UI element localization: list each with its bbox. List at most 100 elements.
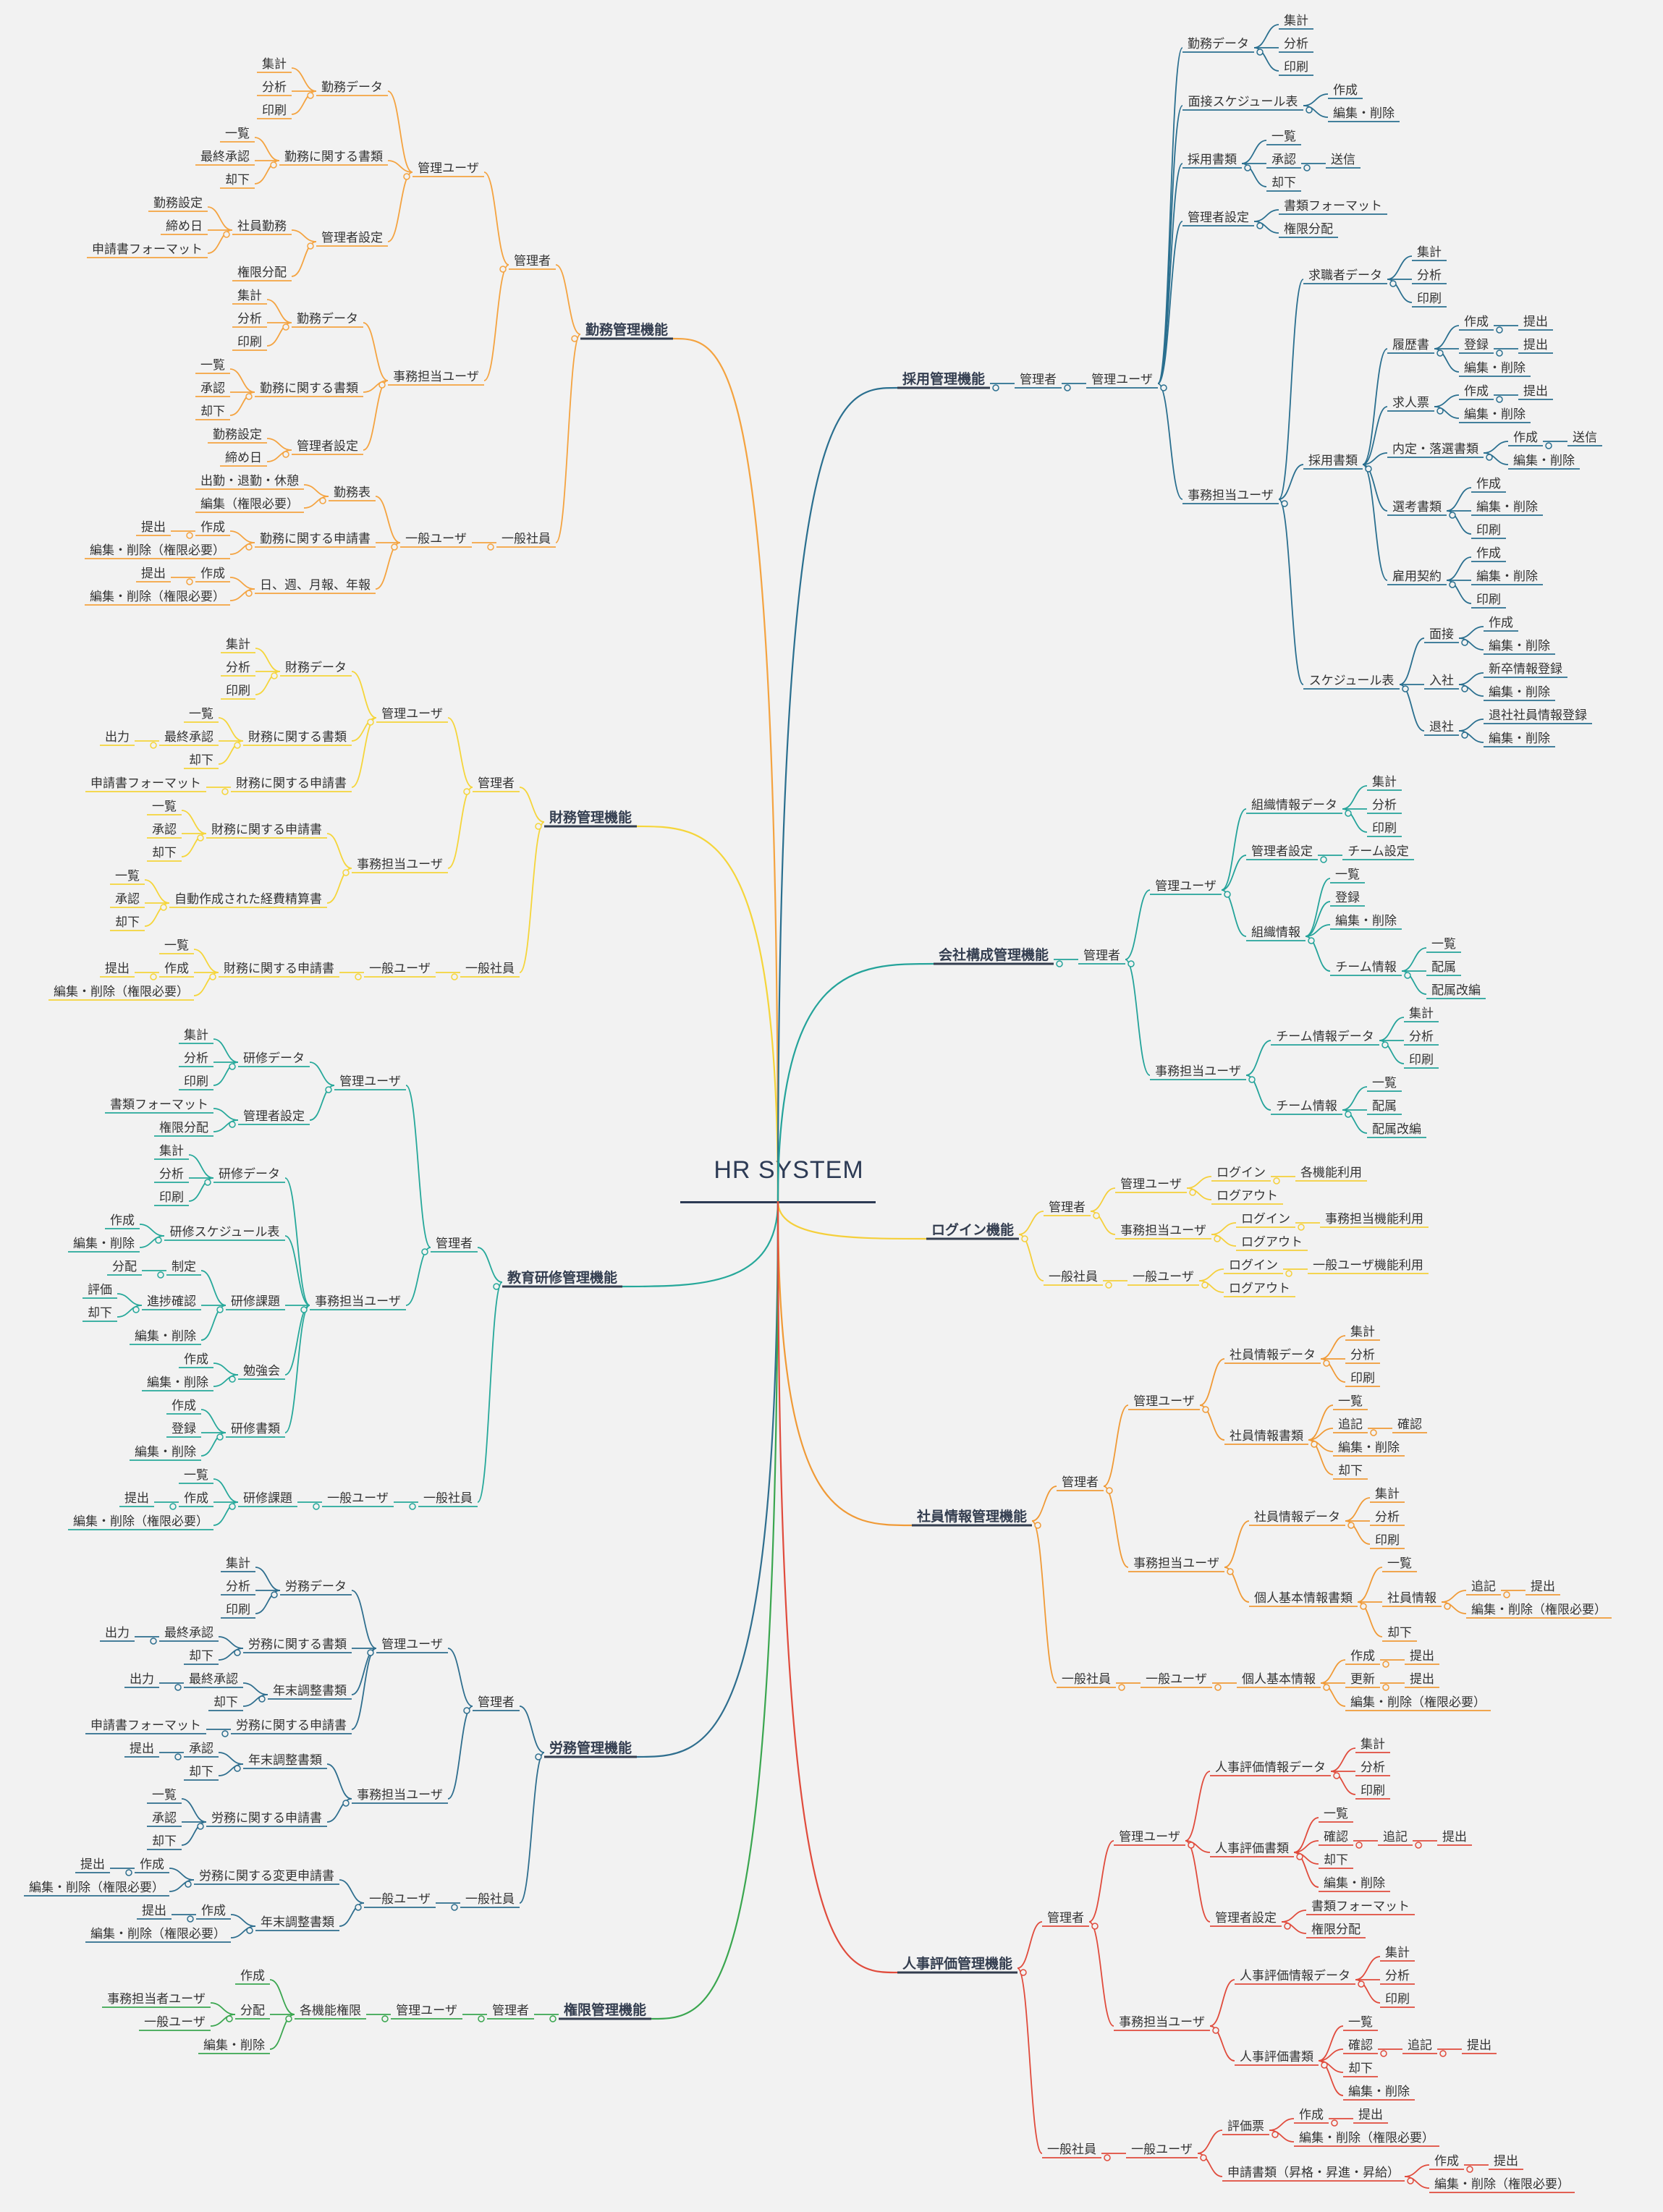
collapse-toggle[interactable] bbox=[325, 1086, 332, 1093]
subtopic[interactable]: 事務担当者ユーザ bbox=[107, 1992, 206, 2007]
subtopic[interactable]: 社員情報書類 bbox=[1230, 1429, 1303, 1444]
subtopic[interactable]: 管理者 bbox=[1062, 1475, 1099, 1490]
subtopic[interactable]: 提出 bbox=[130, 1742, 154, 1756]
collapse-toggle[interactable] bbox=[421, 1248, 428, 1255]
subtopic[interactable]: 却下 bbox=[1387, 1626, 1412, 1640]
collapse-toggle[interactable] bbox=[1345, 1111, 1352, 1118]
collapse-toggle[interactable] bbox=[1382, 1684, 1389, 1691]
branch-topic[interactable]: 労務管理機能 bbox=[549, 1739, 632, 1756]
subtopic[interactable]: 出勤・退勤・休憩 bbox=[200, 474, 299, 488]
collapse-toggle[interactable] bbox=[1200, 2154, 1207, 2161]
subtopic[interactable]: 締め日 bbox=[225, 451, 262, 465]
subtopic[interactable]: 労務データ bbox=[285, 1579, 347, 1594]
subtopic[interactable]: 評価 bbox=[88, 1283, 112, 1297]
subtopic[interactable]: 印刷 bbox=[262, 103, 287, 118]
collapse-toggle[interactable] bbox=[992, 384, 999, 391]
collapse-toggle[interactable] bbox=[204, 1179, 211, 1186]
subtopic[interactable]: 編集・削除 bbox=[1489, 685, 1550, 700]
subtopic[interactable]: 事務担当ユーザ bbox=[1188, 488, 1274, 503]
subtopic[interactable]: 集計 bbox=[237, 289, 262, 303]
subtopic[interactable]: 制定 bbox=[172, 1260, 196, 1274]
subtopic[interactable]: 作成 bbox=[184, 1352, 208, 1367]
subtopic[interactable]: 求職者データ bbox=[1308, 268, 1382, 283]
subtopic[interactable]: 一覧 bbox=[152, 1788, 177, 1802]
branch-topic[interactable]: 採用管理機能 bbox=[902, 370, 985, 387]
branch-topic[interactable]: 権限管理機能 bbox=[564, 2001, 646, 2018]
subtopic[interactable]: 研修データ bbox=[243, 1051, 305, 1066]
subtopic[interactable]: 一般社員 bbox=[1047, 2143, 1096, 2157]
collapse-toggle[interactable] bbox=[186, 578, 193, 585]
subtopic[interactable]: 管理ユーザ bbox=[396, 2004, 457, 2018]
subtopic[interactable]: 提出 bbox=[142, 1904, 166, 1918]
subtopic[interactable]: 編集・削除（権限必要） bbox=[90, 590, 225, 604]
subtopic[interactable]: 社員情報 bbox=[1387, 1591, 1436, 1606]
subtopic[interactable]: 編集（権限必要） bbox=[200, 497, 299, 512]
collapse-toggle[interactable] bbox=[355, 973, 362, 980]
subtopic[interactable]: チーム設定 bbox=[1347, 844, 1409, 859]
collapse-toggle[interactable] bbox=[1380, 2050, 1387, 2057]
subtopic[interactable]: 管理ユーザ bbox=[418, 161, 479, 176]
subtopic[interactable]: 研修データ bbox=[219, 1166, 280, 1182]
subtopic[interactable]: 入社 bbox=[1429, 674, 1454, 688]
collapse-toggle[interactable] bbox=[499, 266, 507, 273]
subtopic[interactable]: 研修課題 bbox=[231, 1294, 280, 1309]
collapse-toggle[interactable] bbox=[245, 393, 253, 400]
branch-topic[interactable]: 勤務管理機能 bbox=[585, 321, 668, 338]
subtopic[interactable]: 勤務データ bbox=[1188, 36, 1249, 51]
subtopic[interactable]: 選考書類 bbox=[1392, 500, 1442, 514]
subtopic[interactable]: 確認 bbox=[1348, 2038, 1373, 2053]
subtopic[interactable]: 印刷 bbox=[237, 335, 262, 349]
subtopic[interactable]: 求人票 bbox=[1392, 396, 1429, 410]
subtopic[interactable]: 提出 bbox=[1410, 1672, 1434, 1687]
subtopic[interactable]: 年末調整書類 bbox=[273, 1684, 347, 1698]
collapse-toggle[interactable] bbox=[1202, 1406, 1209, 1413]
subtopic[interactable]: 管理ユーザ bbox=[381, 1637, 443, 1652]
collapse-toggle[interactable] bbox=[1285, 1270, 1292, 1277]
collapse-toggle[interactable] bbox=[1382, 1661, 1389, 1668]
collapse-toggle[interactable] bbox=[245, 590, 253, 597]
collapse-toggle[interactable] bbox=[125, 1869, 132, 1876]
collapse-toggle[interactable] bbox=[1404, 972, 1411, 979]
subtopic[interactable]: 権限分配 bbox=[1284, 222, 1333, 237]
subtopic[interactable]: 却下 bbox=[225, 173, 250, 187]
collapse-toggle[interactable] bbox=[1333, 1772, 1340, 1779]
collapse-toggle[interactable] bbox=[270, 161, 277, 169]
subtopic[interactable]: 提出 bbox=[1467, 2038, 1491, 2053]
subtopic[interactable]: 書類フォーマット bbox=[1284, 199, 1382, 213]
subtopic[interactable]: 印刷 bbox=[184, 1075, 208, 1089]
collapse-toggle[interactable] bbox=[1127, 960, 1135, 967]
subtopic[interactable]: 人事評価情報データ bbox=[1215, 1760, 1326, 1775]
subtopic[interactable]: スケジュール表 bbox=[1309, 674, 1395, 688]
collapse-toggle[interactable] bbox=[409, 1503, 416, 1510]
subtopic[interactable]: 提出 bbox=[1442, 1830, 1467, 1844]
subtopic[interactable]: 権限分配 bbox=[1311, 1923, 1361, 1937]
collapse-toggle[interactable] bbox=[1439, 2050, 1447, 2057]
subtopic[interactable]: 自動作成された経費精算書 bbox=[174, 892, 322, 907]
subtopic[interactable]: 編集・削除（権限必要） bbox=[73, 1514, 208, 1529]
collapse-toggle[interactable] bbox=[221, 1730, 229, 1737]
subtopic[interactable]: 追記 bbox=[1408, 2038, 1432, 2053]
collapse-toggle[interactable] bbox=[1189, 1189, 1196, 1196]
subtopic[interactable]: 退社 bbox=[1429, 720, 1454, 734]
subtopic[interactable]: 財務に関する書類 bbox=[248, 730, 347, 745]
subtopic[interactable]: 更新 bbox=[1350, 1672, 1375, 1687]
collapse-toggle[interactable] bbox=[197, 834, 204, 842]
subtopic[interactable]: 作成 bbox=[201, 1904, 226, 1918]
subtopic[interactable]: 提出 bbox=[1523, 315, 1548, 329]
collapse-toggle[interactable] bbox=[1415, 1842, 1422, 1849]
subtopic[interactable]: 集計 bbox=[262, 57, 287, 72]
collapse-toggle[interactable] bbox=[1355, 1842, 1363, 1849]
collapse-toggle[interactable] bbox=[245, 543, 253, 551]
collapse-toggle[interactable] bbox=[234, 742, 241, 749]
subtopic[interactable]: ログイン bbox=[1229, 1258, 1278, 1273]
collapse-toggle[interactable] bbox=[1214, 1235, 1221, 1242]
collapse-toggle[interactable] bbox=[234, 1765, 241, 1772]
subtopic[interactable]: 分析 bbox=[159, 1167, 184, 1182]
subtopic[interactable]: 一般ユーザ bbox=[327, 1491, 389, 1506]
collapse-toggle[interactable] bbox=[1306, 106, 1313, 114]
subtopic[interactable]: 管理者設定 bbox=[1215, 1911, 1277, 1925]
subtopic[interactable]: 管理者 bbox=[436, 1237, 473, 1251]
collapse-toggle[interactable] bbox=[451, 973, 458, 980]
subtopic[interactable]: 人事評価書類 bbox=[1215, 1842, 1289, 1856]
subtopic[interactable]: ログイン bbox=[1216, 1166, 1266, 1180]
